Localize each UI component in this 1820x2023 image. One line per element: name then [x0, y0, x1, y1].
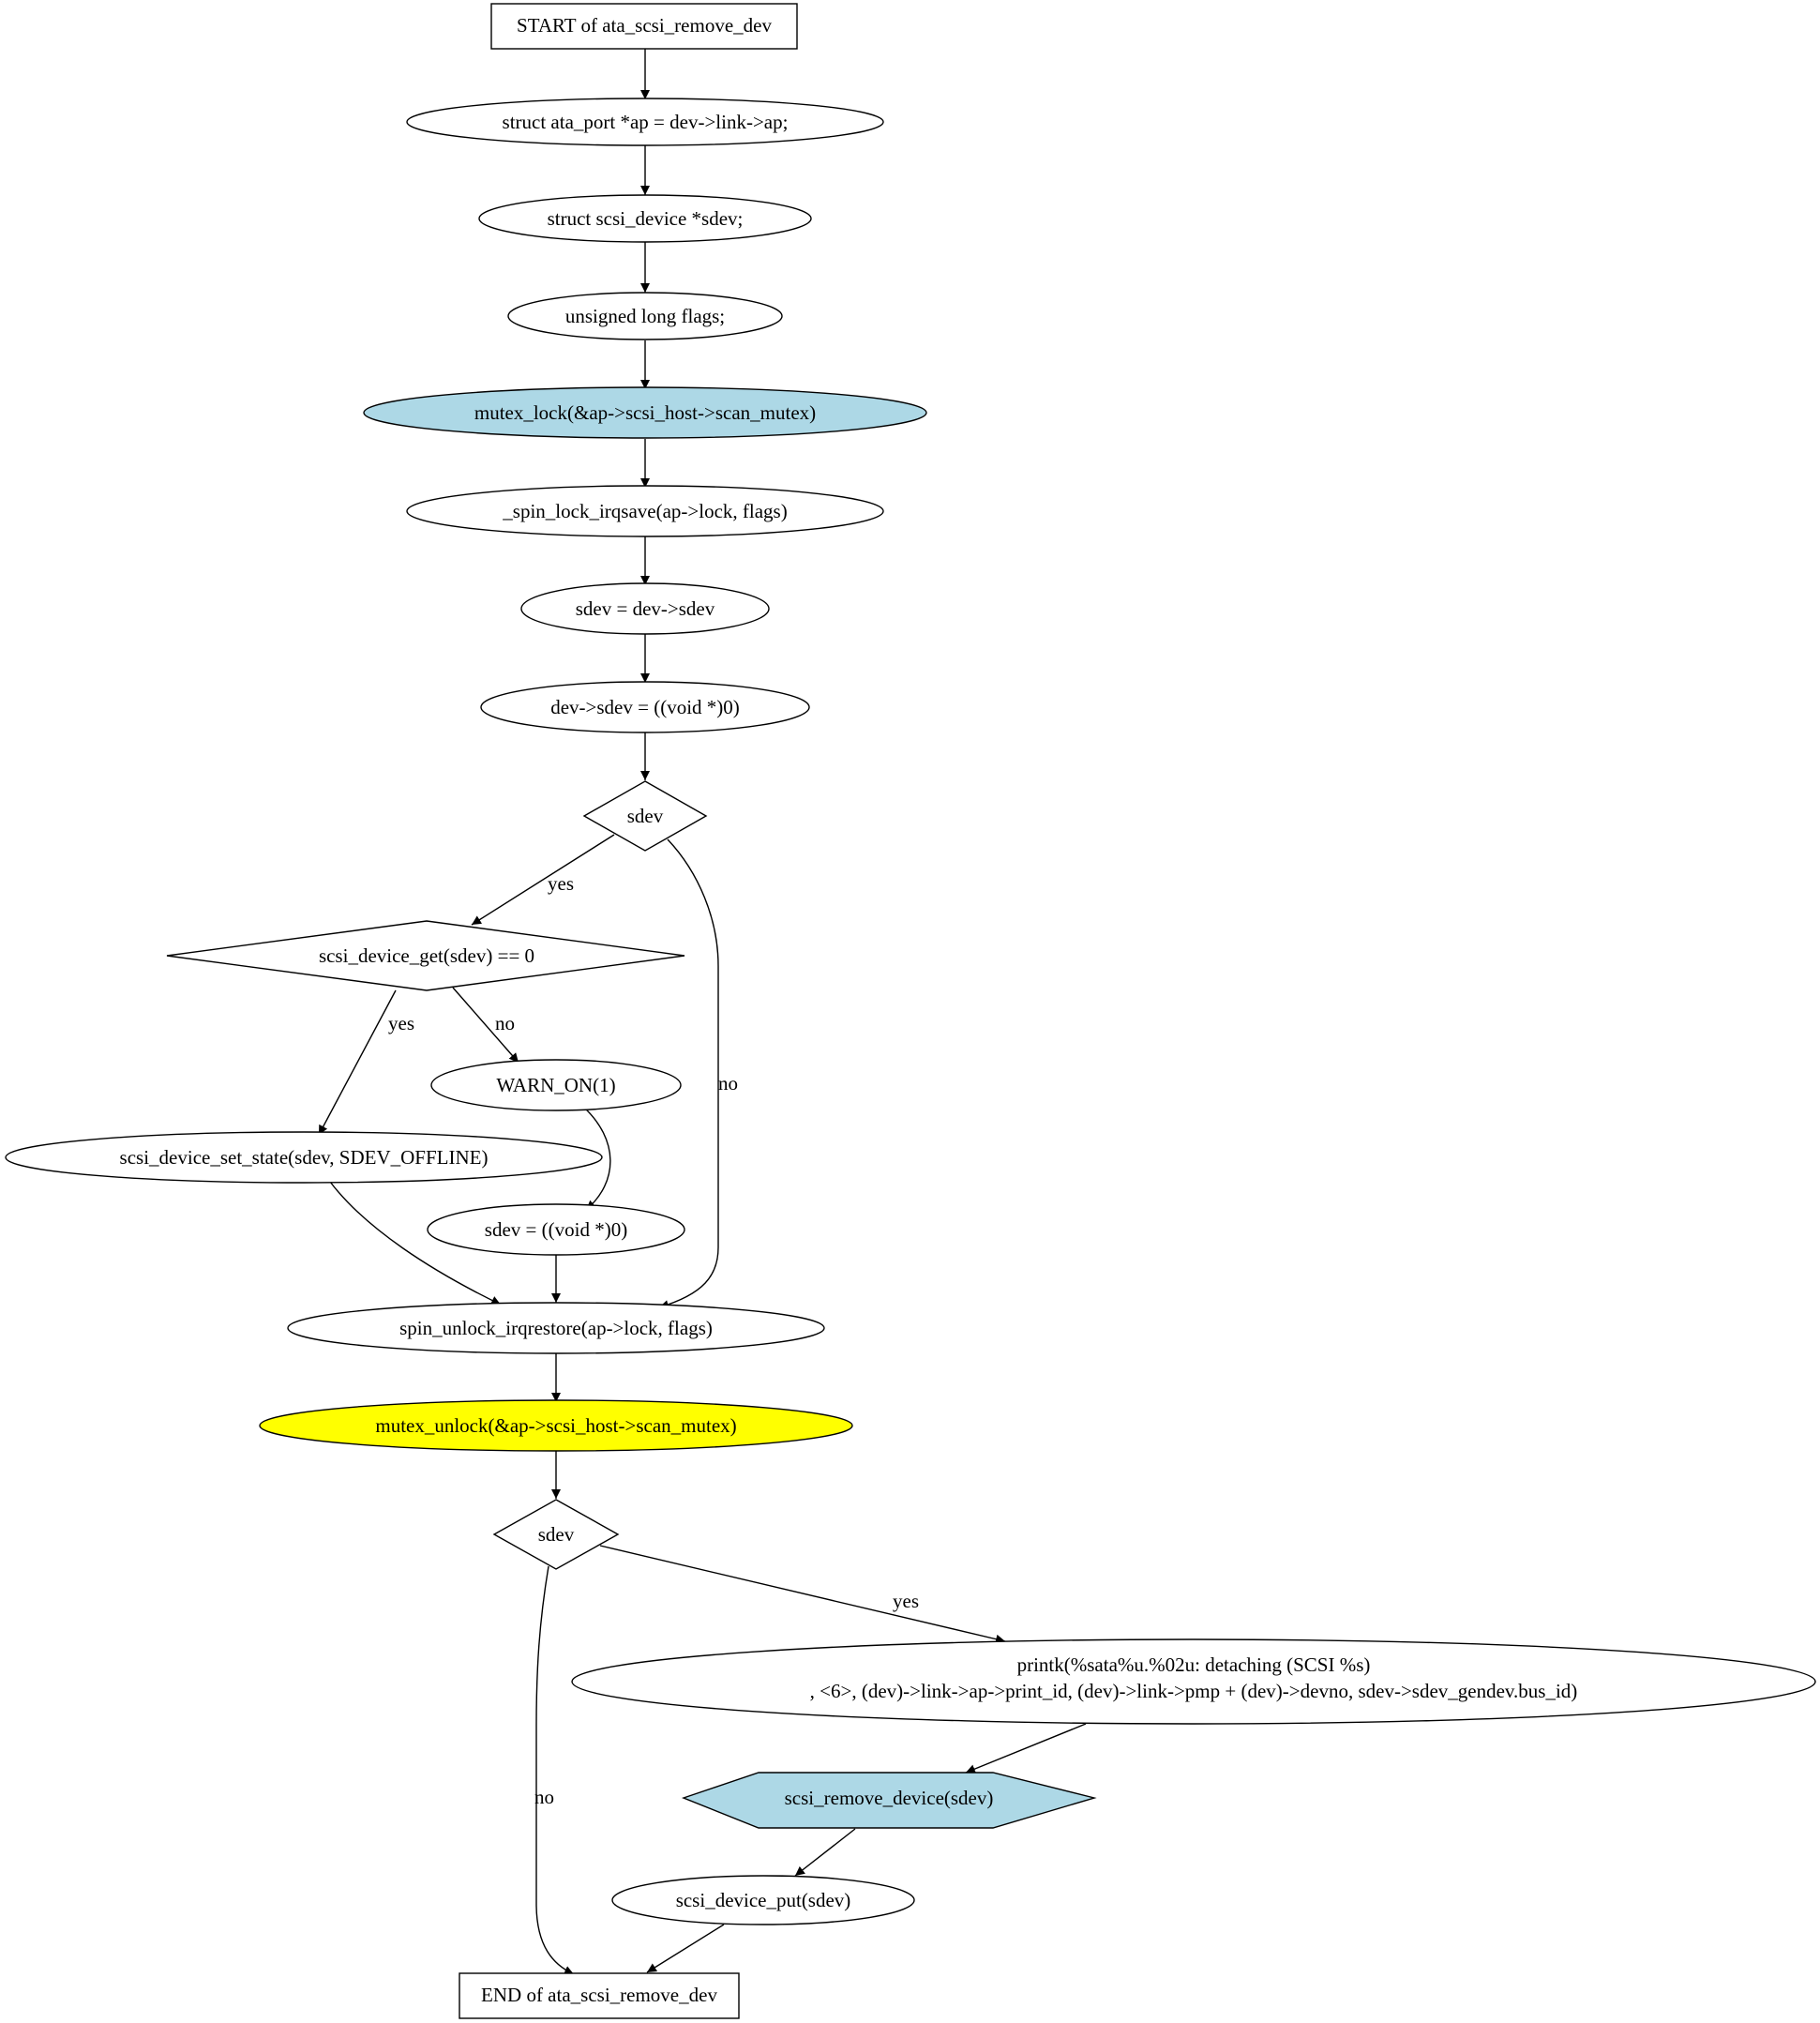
edge-label-sdev1-no: no: [718, 1072, 738, 1095]
node-spin-lock: _spin_lock_irqsave(ap->lock, flags): [406, 485, 884, 537]
node-flags-decl: unsigned long flags;: [507, 292, 783, 340]
svg-text:printk(%sata%u.%02u: detaching: printk(%sata%u.%02u: detaching (SCSI %s): [1017, 1653, 1371, 1676]
edge-label-get-no: no: [495, 1012, 515, 1034]
svg-text:sdev: sdev: [538, 1523, 575, 1546]
svg-text:unsigned long flags;: unsigned long flags;: [565, 305, 725, 327]
edge-setstate-spinunlock: [329, 1181, 502, 1306]
svg-text:sdev: sdev: [627, 805, 664, 827]
svg-text:scsi_device_put(sdev): scsi_device_put(sdev): [676, 1889, 851, 1911]
edge-label-sdev2-yes: yes: [893, 1590, 919, 1612]
svg-text:struct scsi_device *sdev;: struct scsi_device *sdev;: [548, 207, 744, 230]
svg-text:scsi_remove_device(sdev): scsi_remove_device(sdev): [785, 1787, 994, 1809]
svg-text:spin_unlock_irqrestore(ap->loc: spin_unlock_irqrestore(ap->lock, flags): [399, 1317, 713, 1339]
svg-text:WARN_ON(1): WARN_ON(1): [496, 1074, 615, 1096]
edge-dget-warn: [452, 987, 519, 1064]
svg-text:END of ata_scsi_remove_dev: END of ata_scsi_remove_dev: [481, 1984, 717, 2006]
edge-dsdev2-printk: [599, 1545, 1006, 1644]
edge-printk-remove: [965, 1723, 1087, 1774]
edge-dsdev1-spinunlock: [658, 838, 719, 1309]
edge-dsdev2-end: [535, 1565, 575, 1975]
edge-remove-put: [794, 1828, 856, 1877]
svg-text:sdev = dev->sdev: sdev = dev->sdev: [576, 597, 715, 620]
svg-text:mutex_lock(&ap->scsi_host->sca: mutex_lock(&ap->scsi_host->scan_mutex): [474, 401, 816, 424]
node-ap-assign: struct ata_port *ap = dev->link->ap;: [406, 98, 884, 146]
edge-dsdev1-dget: [471, 834, 615, 926]
nodes: START of ata_scsi_remove_dev struct ata_…: [5, 3, 1816, 2019]
svg-text:dev->sdev = ((void *)0): dev->sdev = ((void *)0): [550, 696, 740, 718]
node-sdev-null: sdev = ((void *)0): [427, 1203, 685, 1256]
svg-text:_spin_lock_irqsave(ap->lock, f: _spin_lock_irqsave(ap->lock, flags): [502, 500, 787, 522]
edge-label-get-yes: yes: [388, 1012, 414, 1034]
node-sdev-decl: struct scsi_device *sdev;: [478, 194, 812, 243]
svg-text:START of ata_scsi_remove_dev: START of ata_scsi_remove_dev: [517, 14, 772, 37]
decision-device-get: scsi_device_get(sdev) == 0: [166, 920, 685, 991]
edge-dget-setstate: [318, 989, 397, 1136]
node-start: START of ata_scsi_remove_dev: [490, 3, 798, 50]
node-warn-on: WARN_ON(1): [430, 1059, 682, 1111]
edge-label-sdev2-no: no: [534, 1786, 554, 1808]
node-device-put: scsi_device_put(sdev): [611, 1875, 915, 1925]
edge-warn-sdevnull: [582, 1106, 611, 1211]
svg-text:scsi_device_get(sdev) == 0: scsi_device_get(sdev) == 0: [319, 944, 534, 967]
node-spin-unlock: spin_unlock_irqrestore(ap->lock, flags): [287, 1302, 825, 1354]
svg-text:struct ata_port *ap = dev->lin: struct ata_port *ap = dev->link->ap;: [503, 111, 789, 133]
svg-text:sdev = ((void *)0): sdev = ((void *)0): [485, 1218, 627, 1241]
node-mutex-lock: mutex_lock(&ap->scsi_host->scan_mutex): [363, 386, 927, 439]
svg-text:, <6>, (dev)->link->ap->print_: , <6>, (dev)->link->ap->print_id, (dev)-…: [810, 1680, 1578, 1702]
node-set-state: scsi_device_set_state(sdev, SDEV_OFFLINE…: [5, 1131, 603, 1184]
svg-text:scsi_device_set_state(sdev, SD: scsi_device_set_state(sdev, SDEV_OFFLINE…: [120, 1146, 489, 1169]
node-end: END of ata_scsi_remove_dev: [459, 1972, 740, 2019]
decision-sdev-1: sdev: [582, 780, 708, 852]
edge-put-end: [646, 1924, 725, 1973]
node-printk: printk(%sata%u.%02u: detaching (SCSI %s)…: [571, 1638, 1816, 1725]
edge-label-sdev1-yes: yes: [548, 872, 574, 895]
svg-text:mutex_unlock(&ap->scsi_host->s: mutex_unlock(&ap->scsi_host->scan_mutex): [375, 1414, 736, 1437]
node-mutex-unlock: mutex_unlock(&ap->scsi_host->scan_mutex): [259, 1399, 853, 1452]
decision-sdev-2: sdev: [492, 1499, 620, 1570]
node-dev-sdev-null: dev->sdev = ((void *)0): [480, 681, 810, 733]
edges: [318, 49, 1087, 1975]
node-remove-device: scsi_remove_device(sdev): [681, 1772, 1097, 1829]
edge-labels: yes no yes no yes no: [388, 872, 919, 1808]
node-sdev-assign: sdev = dev->sdev: [520, 582, 770, 635]
